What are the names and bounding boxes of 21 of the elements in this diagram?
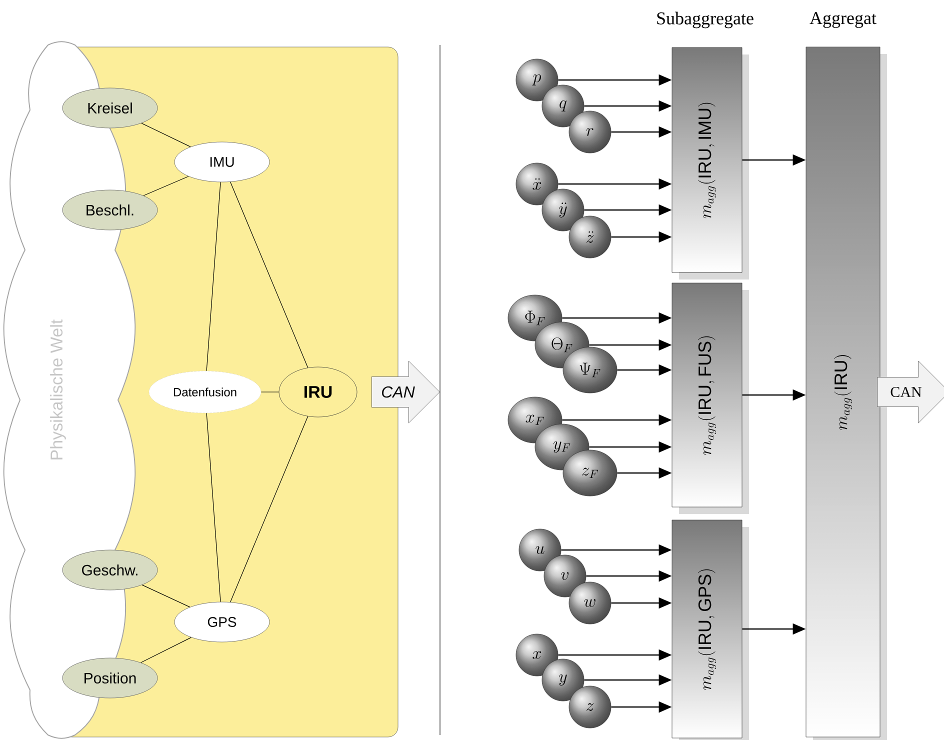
signal-sphere: $r$	[568, 110, 612, 154]
signal-sphere: $z$	[568, 686, 612, 728]
node-label: Physikalische Welt	[50, 319, 66, 460]
subaggregate-box: $m_{agg}(\mathrm{IRU}, \mathrm{IMU})$	[672, 47, 749, 280]
connector-line	[206, 412, 221, 602]
connector-line	[230, 416, 308, 602]
subaggregate-box: $m_{agg}(\mathrm{IRU}, \mathrm{GPS})$	[672, 520, 749, 740]
connector-line	[142, 584, 190, 608]
signal-sphere: $w$	[568, 582, 612, 624]
column-heading: Subaggregate	[657, 12, 754, 28]
signal-sphere: $\ddot{y}$	[542, 188, 584, 232]
connector-line	[206, 182, 221, 372]
signal-sphere: $y$	[542, 658, 584, 702]
aggregate-box: $m_{agg}(\mathrm{IRU})$	[806, 46, 887, 740]
subaggregate-box: $m_{agg}(\mathrm{IRU}, \mathrm{FUS})$	[672, 282, 749, 514]
connector-line	[230, 182, 308, 368]
connector-line	[141, 122, 191, 148]
column-heading: Aggregat	[810, 12, 876, 28]
connector-line	[140, 637, 192, 663]
signal-sphere: $\ddot{z}$	[568, 216, 612, 258]
connector-line	[143, 176, 189, 196]
